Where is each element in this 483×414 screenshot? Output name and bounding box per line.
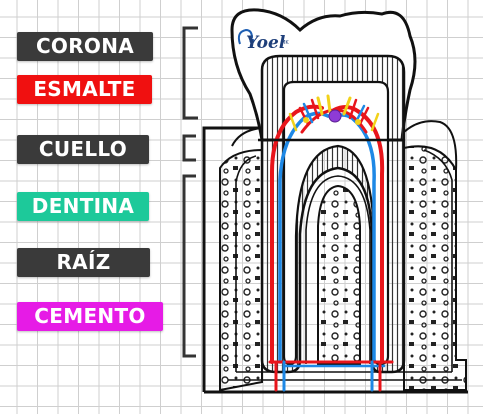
nerve-node-small [303,117,309,123]
nerve-node-small-2 [355,119,361,125]
label-corona: CORONA [17,32,153,61]
jaw-frame [202,126,468,394]
bone-tissue [219,120,467,392]
label-dentina: DENTINA [17,192,149,221]
logo: Yoel MK [237,28,289,53]
artery-right [332,105,385,364]
stethoscope-icon [237,28,253,45]
label-esmalte: ESMALTE [17,75,152,104]
label-cuello: CUELLO [17,135,149,164]
logo-sub: MK [281,40,289,46]
label-cemento: CEMENTO [17,302,163,331]
label-raiz: RAÍZ [17,248,150,277]
inter-root-bone [317,184,361,365]
nerve-node [328,109,342,123]
brackets [182,26,198,358]
logo-text: Yoel [246,33,286,53]
